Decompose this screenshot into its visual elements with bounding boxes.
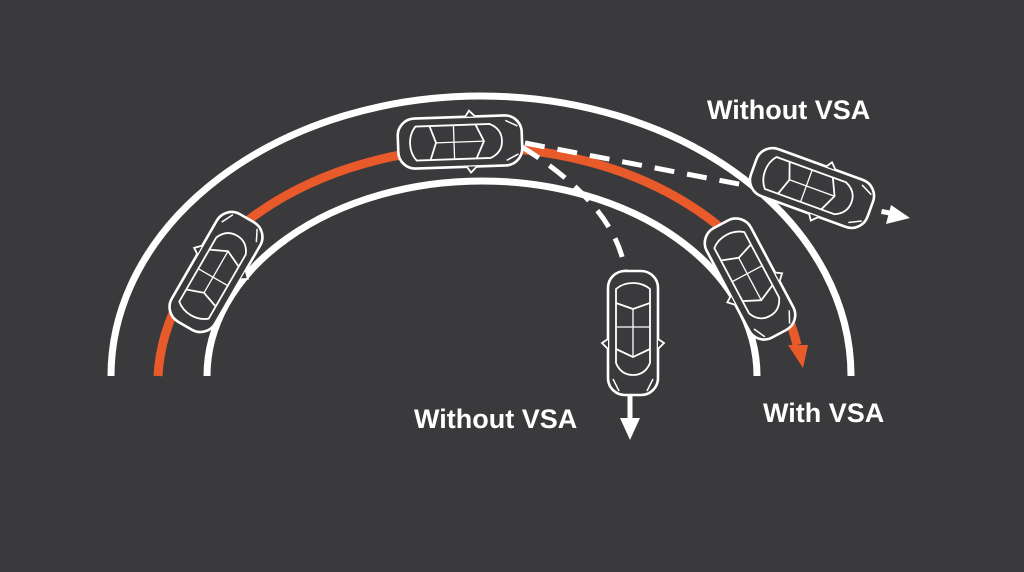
- label-without-vsa-top: Without VSA: [707, 95, 871, 125]
- car-icon: [395, 107, 525, 177]
- car-icon: [741, 136, 883, 240]
- vsa-path-arrowhead: [788, 345, 808, 368]
- road-inner-edge: [203, 177, 761, 377]
- label-with-vsa: With VSA: [763, 398, 885, 428]
- car-icon: [692, 208, 808, 350]
- road-outer-edge: [107, 92, 855, 377]
- dashed-path-spin-arrowhead: [620, 418, 640, 440]
- dashed-path-spin: [520, 144, 628, 271]
- car-icon: [600, 269, 666, 397]
- label-without-vsa-bottom: Without VSA: [414, 404, 578, 434]
- car-icon: [156, 201, 276, 343]
- dashed-path-straight-arrowhead: [886, 205, 910, 224]
